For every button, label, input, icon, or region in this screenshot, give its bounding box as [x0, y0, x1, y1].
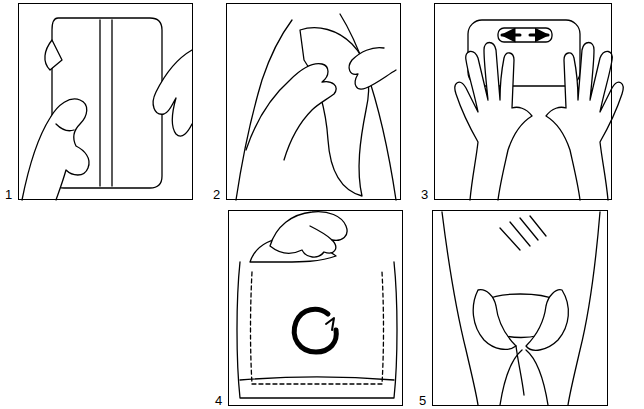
instruction-panel: 5 [432, 210, 608, 406]
peeled-corner [45, 40, 62, 70]
strip-line [111, 20, 112, 186]
leg-line [526, 350, 548, 405]
instruction-panel: 4 [228, 210, 403, 406]
pad-edge [240, 377, 394, 380]
leg-line [500, 350, 522, 405]
left-hand [455, 43, 532, 201]
finger-line [56, 124, 74, 131]
pad-outline [237, 262, 397, 398]
arrow-right [530, 34, 548, 37]
arrow-box [498, 28, 552, 42]
left-hand [22, 99, 89, 200]
stoma-hole [294, 309, 336, 352]
arrow-left [502, 34, 520, 37]
step-number: 1 [5, 188, 12, 202]
right-hand [526, 290, 568, 351]
wipe-illustration [236, 14, 396, 200]
instruction-panel: 2 [226, 3, 401, 200]
press-illustration [455, 20, 623, 200]
wiping-hand [246, 64, 336, 160]
fold-illustration [237, 212, 397, 398]
hand [270, 212, 347, 257]
apply-illustration [442, 212, 600, 405]
instruction-panel: 3 [434, 3, 612, 200]
strip-line [99, 20, 100, 186]
instruction-panel: 1 [18, 3, 193, 200]
right-hand [153, 50, 192, 136]
body-outline [568, 212, 600, 405]
step-number: 3 [421, 188, 428, 202]
dashed-outline [251, 272, 384, 384]
step-number: 4 [215, 394, 222, 408]
finger-line [310, 226, 332, 240]
wrist-line [516, 346, 524, 395]
left-hand [473, 290, 516, 350]
step-number: 5 [419, 394, 426, 408]
peel-illustration [22, 18, 192, 200]
step-number: 2 [213, 188, 220, 202]
hole-edge [326, 318, 334, 330]
holding-hand [349, 48, 396, 89]
hand-hatching [500, 216, 546, 250]
